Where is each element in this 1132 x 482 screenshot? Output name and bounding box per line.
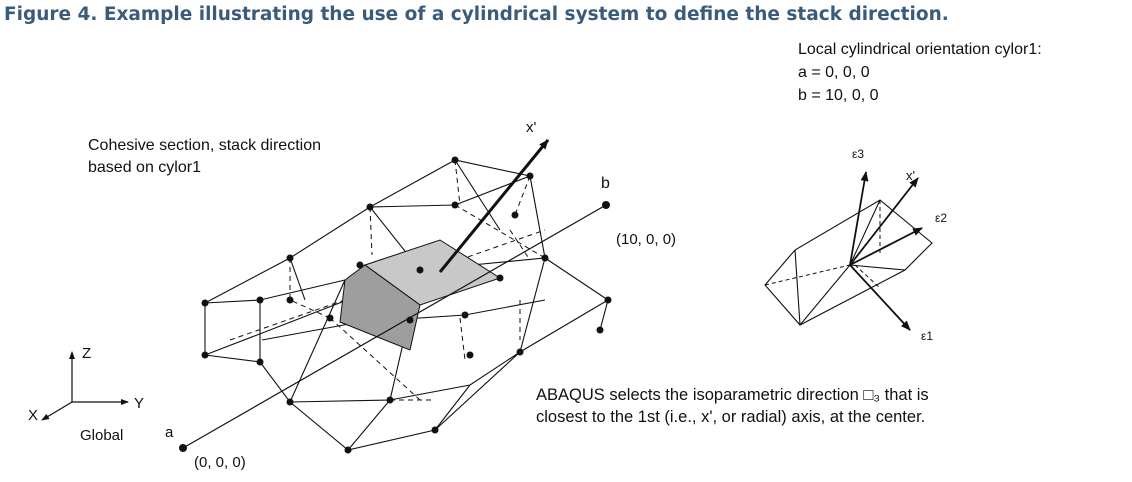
note-line2: closest to the 1st (i.e., x', or radial)… xyxy=(536,408,925,426)
point-a-marker xyxy=(179,444,187,452)
figure-caption: Figure 4. Example illustrating the use o… xyxy=(4,4,949,25)
x-prime-label: x' xyxy=(526,119,537,136)
orientation-b-line: b = 10, 0, 0 xyxy=(798,87,879,104)
global-axes xyxy=(41,351,129,421)
point-b-marker xyxy=(602,201,610,209)
stack-axis-line xyxy=(182,204,607,449)
inset-e1-label: ε1 xyxy=(921,329,933,343)
inset-e2-label: ε2 xyxy=(935,211,947,225)
global-z-label: Z xyxy=(82,345,91,362)
orientation-title: Local cylindrical orientation cylor1: xyxy=(798,41,1042,58)
inset-x-prime-label: x' xyxy=(906,168,915,183)
x-prime-arrow xyxy=(438,139,550,273)
orientation-a-line: a = 0, 0, 0 xyxy=(798,64,870,81)
inset-e3-label: ε3 xyxy=(852,147,864,161)
note-line1: ABAQUS selects the isoparametric directi… xyxy=(536,386,929,404)
inset-axes xyxy=(849,171,923,331)
section-label-line2: based on cylor1 xyxy=(88,159,201,176)
section-label-line1: Cohesive section, stack direction xyxy=(88,137,321,154)
point-a-coords: (0, 0, 0) xyxy=(194,454,246,471)
inset-element xyxy=(764,199,933,326)
point-a-label: a xyxy=(165,424,174,441)
inset-hidden-edges xyxy=(764,200,881,289)
point-b-coords: (10, 0, 0) xyxy=(616,231,676,248)
global-caption: Global xyxy=(80,427,123,444)
global-y-label: Y xyxy=(134,395,144,412)
mesh-nodes xyxy=(201,156,612,454)
global-x-label: X xyxy=(28,407,38,424)
point-b-label: b xyxy=(601,175,610,192)
